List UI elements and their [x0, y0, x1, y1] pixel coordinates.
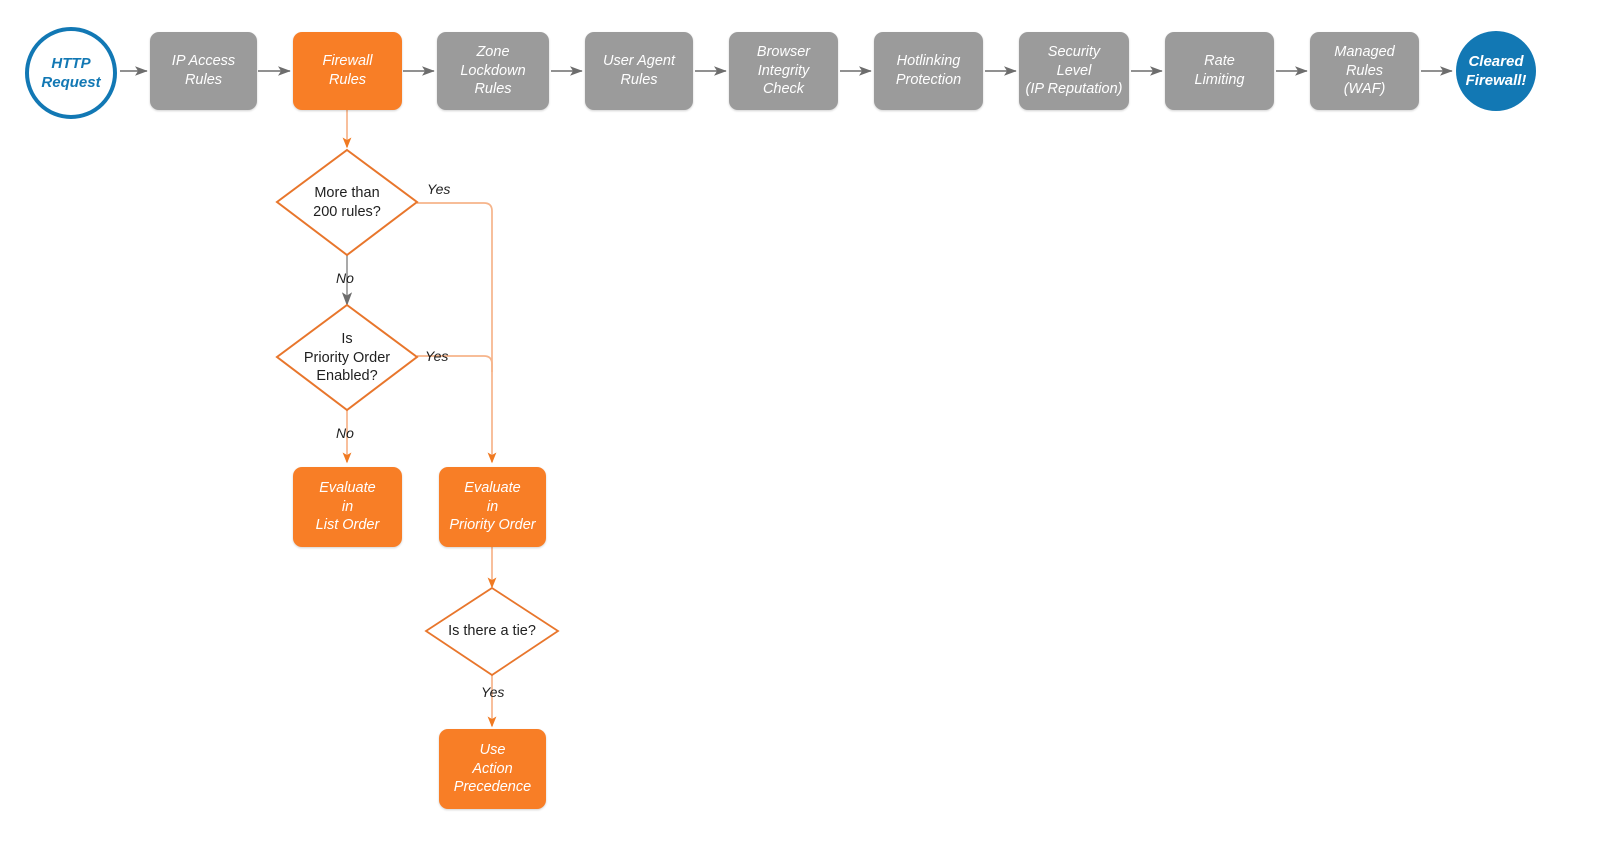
node-http-request[interactable]: HTTP Request	[25, 27, 117, 119]
edge-label-rules-yes: Yes	[427, 181, 451, 197]
decision-more-than-200-rules[interactable]	[275, 148, 419, 257]
edge-label-priority-no: No	[336, 425, 354, 441]
decision-is-there-a-tie[interactable]	[424, 586, 560, 677]
edge-label-tie-yes: Yes	[481, 684, 505, 700]
edge-label-rules-no: No	[336, 270, 354, 286]
edge-label-priority-yes: Yes	[425, 348, 449, 364]
decision-priority-order-enabled[interactable]	[275, 303, 419, 412]
node-http-request-label: HTTP Request	[41, 54, 101, 91]
edge-200rules-yes-branch	[417, 202, 493, 330]
